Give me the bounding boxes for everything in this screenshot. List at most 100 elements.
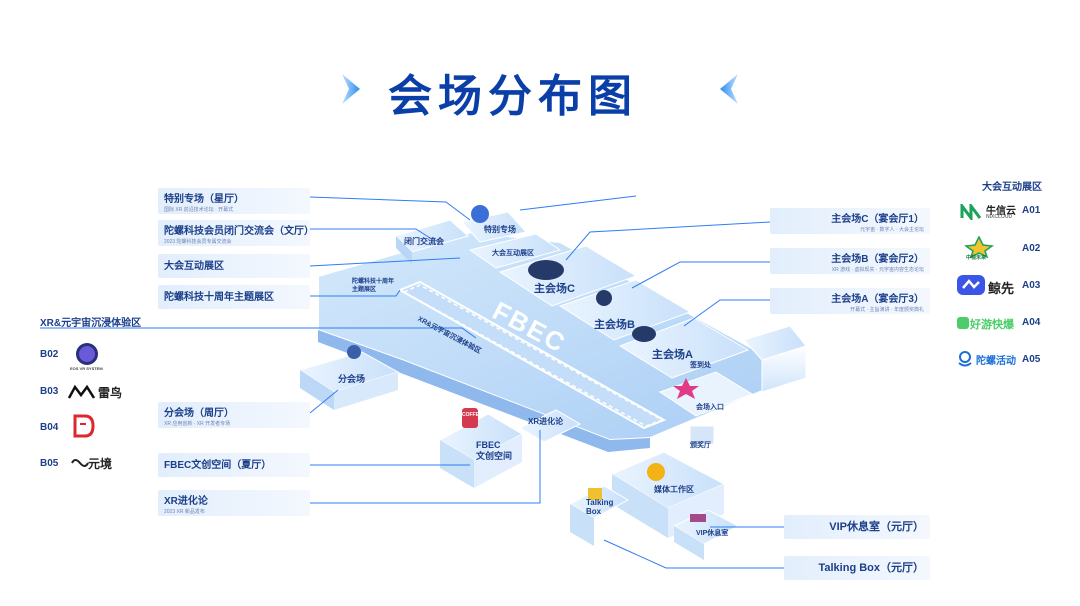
callout-sub: 2023 XR 新品发布 bbox=[164, 509, 205, 515]
haoyou-logo-icon bbox=[957, 317, 969, 329]
callout-label: Talking Box（元厅） bbox=[818, 562, 924, 574]
room-hudong[interactable] bbox=[468, 233, 562, 269]
zhongshi-logo-icon bbox=[964, 236, 994, 258]
callout-main-c[interactable]: 主会场C（宴会厅1） 元宇宙 · 数字人 · 大会主论坛 bbox=[770, 208, 930, 234]
leader-lines bbox=[40, 195, 784, 569]
booth-code: A03 bbox=[1022, 280, 1041, 291]
callout-ten-year[interactable]: 陀螺科技十周年主题展区 bbox=[158, 285, 310, 309]
callout-sub: 元宇宙 · 数字人 · 大会主论坛 bbox=[860, 227, 924, 233]
vr-controller-icon bbox=[632, 326, 656, 342]
jingxian-logo-icon bbox=[957, 275, 985, 295]
booth-brand: 好游快爆 bbox=[970, 319, 1014, 331]
main-b-map-label: 主会场B bbox=[594, 319, 635, 331]
callout-sub: XR 游戏 · 虚拟现实 · 元宇宙内容生态论坛 bbox=[831, 267, 924, 273]
special-map-label: 特别专场 bbox=[484, 225, 516, 234]
booth-brand: 中视未来 bbox=[966, 255, 987, 261]
callout-label: 主会场A（宴会厅3） bbox=[831, 294, 924, 305]
closed-map-label: 闭门交流会 bbox=[404, 237, 444, 246]
callout-vip[interactable]: VIP休息室（元厅） bbox=[784, 515, 930, 539]
callout-label: 主会场C（宴会厅1） bbox=[831, 214, 924, 225]
callout-label: 特别专场（星厅） bbox=[164, 194, 244, 205]
main-c-map-label: 主会场C bbox=[534, 283, 575, 295]
callout-xr-evo[interactable]: XR进化论 2023 XR 新品发布 bbox=[158, 490, 310, 516]
callout-sub: 开幕式 · 主旨演讲 · 年度颁奖典礼 bbox=[850, 307, 924, 313]
media-map-label: 媒体工作区 bbox=[654, 485, 694, 494]
fbec-hall bbox=[397, 280, 667, 430]
room-main-a[interactable] bbox=[618, 317, 750, 379]
ten-year-map-label: 陀螺科技十周年 主题展区 bbox=[352, 279, 395, 293]
niuxin-logo-icon bbox=[960, 204, 982, 220]
booth-brand: 鲸先 bbox=[988, 281, 1015, 296]
callout-special[interactable]: 特别专场（星厅） 国际 XR 前沿技术论坛 · 开幕式 bbox=[158, 188, 310, 214]
callout-label: 大会互动展区 bbox=[164, 261, 224, 272]
callout-label: XR进化论 bbox=[164, 496, 208, 507]
chevron-left-icon bbox=[720, 74, 738, 104]
booth-code: A02 bbox=[1022, 243, 1041, 254]
signin-map-label: 签到处 bbox=[690, 362, 711, 369]
booth-code: A01 bbox=[1022, 205, 1041, 216]
leiniao-logo-icon bbox=[68, 384, 96, 399]
red-d-logo-icon bbox=[73, 414, 95, 438]
coffee-map-label: COFFEE bbox=[462, 412, 483, 418]
xr-section-heading: XR&元宇宙沉浸体验区 bbox=[40, 318, 142, 329]
vr-headset-icon bbox=[471, 205, 489, 223]
coffee-cup-icon bbox=[462, 408, 478, 428]
eos-logo-icon bbox=[76, 343, 98, 365]
room-xr-evo[interactable] bbox=[518, 409, 582, 443]
tuoluo-logo-icon bbox=[958, 351, 972, 367]
room-talking-box[interactable] bbox=[568, 485, 630, 546]
callout-sub: 国际 XR 前沿技术论坛 · 开幕式 bbox=[164, 207, 234, 213]
booth-code: B05 bbox=[40, 458, 59, 469]
callout-label: FBEC文创空间（夏厅） bbox=[164, 460, 272, 471]
page-title: 会场分布图 bbox=[388, 71, 638, 122]
wenchuang-map-label: FBEC 文创空间 bbox=[476, 440, 513, 461]
entrance-map-label: 会场入口 bbox=[696, 404, 724, 411]
talking-box-map-label: Talking Box bbox=[586, 498, 614, 516]
hudong-map-label: 大会互动展区 bbox=[492, 250, 534, 257]
room-wenchuang[interactable] bbox=[438, 408, 524, 488]
room-vip[interactable] bbox=[672, 509, 740, 560]
booth-brand: 雷鸟 bbox=[98, 386, 123, 400]
room-closed-meeting[interactable] bbox=[395, 219, 470, 264]
callout-closed-meeting[interactable]: 陀螺科技会员闭门交流会（文厅） 2023 陀螺科技会员专属交流会 bbox=[158, 220, 314, 246]
speaker-icon bbox=[347, 345, 361, 359]
booth-code: A05 bbox=[1022, 354, 1041, 365]
booth-code: B04 bbox=[40, 422, 59, 433]
callout-talking-box[interactable]: Talking Box（元厅） bbox=[784, 556, 930, 580]
booth-brand-sub: NIXCLOUD bbox=[986, 214, 1013, 220]
callout-sub: 2023 陀螺科技会员专属交流会 bbox=[164, 239, 232, 245]
fen-map-label: 分会场 bbox=[338, 374, 366, 384]
booth-code: A04 bbox=[1022, 317, 1041, 328]
media-worker-icon bbox=[647, 463, 665, 481]
callout-label: 陀螺科技会员闭门交流会（文厅） bbox=[164, 226, 314, 237]
yuanjing-logo-icon bbox=[71, 459, 89, 467]
room-main-b[interactable] bbox=[558, 279, 692, 341]
title-area: 会场分布图 bbox=[0, 58, 1080, 122]
callout-wenchuang[interactable]: FBEC文创空间（夏厅） bbox=[158, 453, 310, 477]
callout-fen[interactable]: 分会场（周厅） XR 应用创新 · XR 开发者专场 bbox=[158, 402, 310, 428]
callout-label: 分会场（周厅） bbox=[164, 408, 234, 419]
sofa-icon bbox=[690, 514, 706, 522]
star-icon bbox=[673, 378, 699, 399]
callout-sub: XR 应用创新 · XR 开发者专场 bbox=[164, 421, 231, 427]
main-a-map-label: 主会场A bbox=[652, 349, 693, 361]
vr-goggle-icon bbox=[528, 260, 564, 280]
room-main-c[interactable] bbox=[498, 245, 638, 307]
booth-brand: 元境 bbox=[88, 457, 113, 471]
callout-main-b[interactable]: 主会场B（宴会厅2） XR 游戏 · 虚拟现实 · 元宇宙内容生态论坛 bbox=[770, 248, 930, 274]
room-right-small[interactable] bbox=[743, 325, 807, 393]
entrance-area bbox=[658, 371, 754, 445]
booth-brand: 陀螺活动 bbox=[976, 356, 1016, 367]
callout-label: 陀螺科技十周年主题展区 bbox=[164, 292, 274, 303]
booth-code: B02 bbox=[40, 349, 59, 360]
callout-hudong[interactable]: 大会互动展区 bbox=[158, 254, 310, 278]
room-special[interactable] bbox=[461, 205, 527, 243]
booth-brand: 牛信云 bbox=[986, 206, 1016, 217]
talking-box-icon bbox=[588, 488, 602, 500]
booth-code: B03 bbox=[40, 386, 59, 397]
callout-main-a[interactable]: 主会场A（宴会厅3） 开幕式 · 主旨演讲 · 年度颁奖典礼 bbox=[770, 288, 930, 314]
callout-label: 主会场B（宴会厅2） bbox=[831, 254, 924, 265]
chevron-right-icon bbox=[342, 74, 360, 104]
callout-label: VIP休息室（元厅） bbox=[829, 521, 924, 533]
